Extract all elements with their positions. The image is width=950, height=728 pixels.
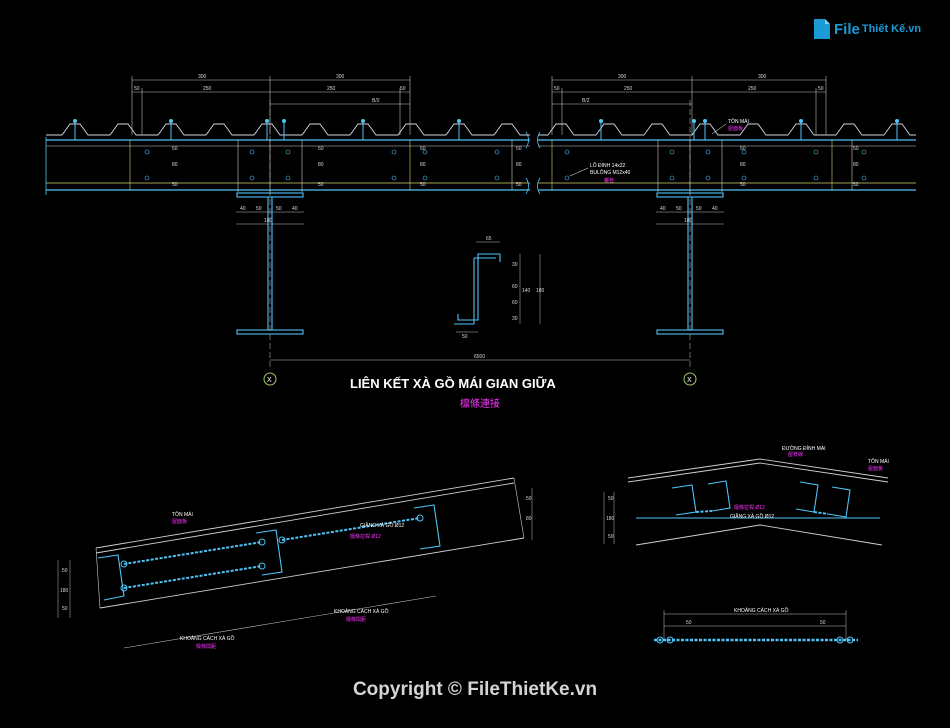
ridge-label: ĐƯỜNG ĐỈNH MÁI [782, 445, 826, 452]
bracing-detail-left: TÔN MÁI 屋面板 GIẰNG XÀ GỒ Ø12 檩條拉桿 Ø12 50 … [57, 477, 533, 650]
bolt-note-2: BULÔNG M12x40 [590, 169, 631, 176]
dim-half-span-1: B/2 [372, 98, 380, 104]
rod-label: KHOẢNG CÁCH XÀ GỒ [734, 607, 789, 614]
svg-text:80: 80 [853, 162, 859, 168]
svg-text:50: 50 [318, 146, 324, 152]
roof-sheet-right [538, 123, 916, 136]
bolt-note-cn: 螺栓 [604, 177, 614, 184]
z-dim-3: 60 [512, 284, 518, 290]
svg-text:80: 80 [526, 516, 532, 522]
svg-text:50: 50 [696, 206, 702, 212]
left-brace-cn: 檩條拉桿 Ø12 [350, 533, 381, 540]
roof-sheet-left [46, 123, 530, 136]
z-dim-1: 65 [486, 236, 492, 242]
left-spacing-1-cn: 檩條間距 [196, 643, 216, 650]
svg-text:50: 50 [420, 182, 426, 188]
svg-text:50: 50 [172, 146, 178, 152]
svg-text:80: 80 [516, 162, 522, 168]
dim-sub-4: 50 [400, 86, 406, 92]
svg-text:50: 50 [420, 146, 426, 152]
plate-dim-3: 50 [276, 206, 282, 212]
purlin-right [538, 139, 916, 191]
bracing-detail-ridge: ĐƯỜNG ĐỈNH MÁI 屋脊線 TÔN MÁI 屋面板 檩條拉桿 Ø12 … [603, 445, 889, 546]
svg-text:50: 50 [318, 182, 324, 188]
left-roof-sheet-label: TÔN MÁI [172, 511, 193, 518]
svg-text:80: 80 [420, 162, 426, 168]
logo-text-rest: Thiết Kế.vn [861, 23, 922, 35]
right-side-dim-3: 50 [608, 534, 614, 540]
right-brace-label: GIẰNG XÀ GỒ Ø12 [730, 512, 774, 520]
file-icon [814, 19, 830, 39]
plate-dim-2: 50 [256, 206, 262, 212]
left-roof-sheet-cn: 屋面板 [172, 518, 187, 525]
right-side-dim-1: 50 [608, 496, 614, 502]
svg-text:50: 50 [516, 182, 522, 188]
svg-text:50: 50 [526, 496, 532, 502]
right-side-dim-2: 180 [606, 516, 615, 522]
axis-marker-right: X [687, 377, 692, 384]
right-brace-cn: 檩條拉桿 Ø12 [734, 504, 765, 511]
z-dim-5: 60 [512, 300, 518, 306]
dim-half-span-2: B/2 [582, 98, 590, 104]
left-spacing-2: KHOẢNG CÁCH XÀ GỒ [334, 608, 389, 615]
left-side-dim-1: 50 [62, 568, 68, 574]
plate-dim-4: 40 [292, 206, 298, 212]
svg-text:80: 80 [318, 162, 324, 168]
svg-text:80: 80 [740, 162, 746, 168]
dim-top-4: 300 [758, 74, 767, 80]
rod-right-dim: 50 [820, 620, 826, 626]
dim-sub-5: 50 [554, 86, 560, 92]
bolt-note-1: LỖ ĐINH 14x22 [590, 162, 626, 169]
rod-detail: KHOẢNG CÁCH XÀ GỒ 50 50 [654, 607, 858, 644]
ridge-label-cn: 屋脊線 [788, 451, 803, 458]
purlin-left [45, 137, 530, 195]
plate-dim-1: 40 [240, 206, 246, 212]
right-roof-sheet: TÔN MÁI [868, 458, 889, 465]
dim-sub-2: 250 [203, 86, 212, 92]
z-section-profile [454, 253, 501, 325]
svg-text:50: 50 [676, 206, 682, 212]
dim-sub-3: 250 [327, 86, 336, 92]
copyright-notice: Copyright © FileThietKe.vn [352, 679, 598, 700]
left-brace-label: GIẰNG XÀ GỒ Ø12 [360, 521, 404, 529]
svg-text:40: 40 [712, 206, 718, 212]
z-dim-2: 30 [512, 262, 518, 268]
svg-text:80: 80 [172, 162, 178, 168]
z-dim-7: 180 [536, 288, 545, 294]
svg-text:50: 50 [853, 182, 859, 188]
svg-text:50: 50 [740, 146, 746, 152]
dim-sub-8: 50 [818, 86, 824, 92]
z-dim-6: 30 [512, 316, 518, 322]
dim-sub-7: 250 [748, 86, 757, 92]
axis-marker-left: X [267, 377, 272, 384]
svg-text:50: 50 [172, 182, 178, 188]
main-section-subtitle: 檩條連接 [460, 397, 500, 410]
rod-left-dim: 50 [686, 620, 692, 626]
z-dim-4: 140 [522, 288, 531, 294]
dim-top-3: 300 [618, 74, 627, 80]
dim-sub-6: 250 [624, 86, 633, 92]
left-side-dim-2: 180 [60, 588, 69, 594]
brand-logo[interactable]: File Thiết Kế.vn [812, 16, 921, 42]
main-elevation: 300 300 300 300 50 250 250 50 50 250 250… [45, 74, 916, 410]
span-dim: 6500 [474, 354, 485, 360]
roof-sheet-label-top: TÔN MÁI [728, 118, 749, 125]
svg-text:50: 50 [853, 146, 859, 152]
roof-sheet-label-top-cn: 屋面板 [728, 125, 743, 132]
right-roof-sheet-cn: 屋面板 [868, 465, 883, 472]
left-side-dim-3: 50 [62, 606, 68, 612]
svg-text:40: 40 [660, 206, 666, 212]
dim-sub-1: 50 [134, 86, 140, 92]
dim-top-1: 300 [198, 74, 207, 80]
main-section-title: LIÊN KẾT XÀ GỒ MÁI GIAN GIỮA [350, 376, 556, 391]
svg-text:50: 50 [740, 182, 746, 188]
left-spacing-1: KHOẢNG CÁCH XÀ GỒ [180, 635, 235, 642]
left-spacing-2-cn: 檩條間距 [346, 616, 366, 623]
logo-text-file: File [834, 20, 860, 38]
dim-top-2: 300 [336, 74, 345, 80]
svg-text:50: 50 [516, 146, 522, 152]
z-dim-8: 50 [462, 334, 468, 340]
